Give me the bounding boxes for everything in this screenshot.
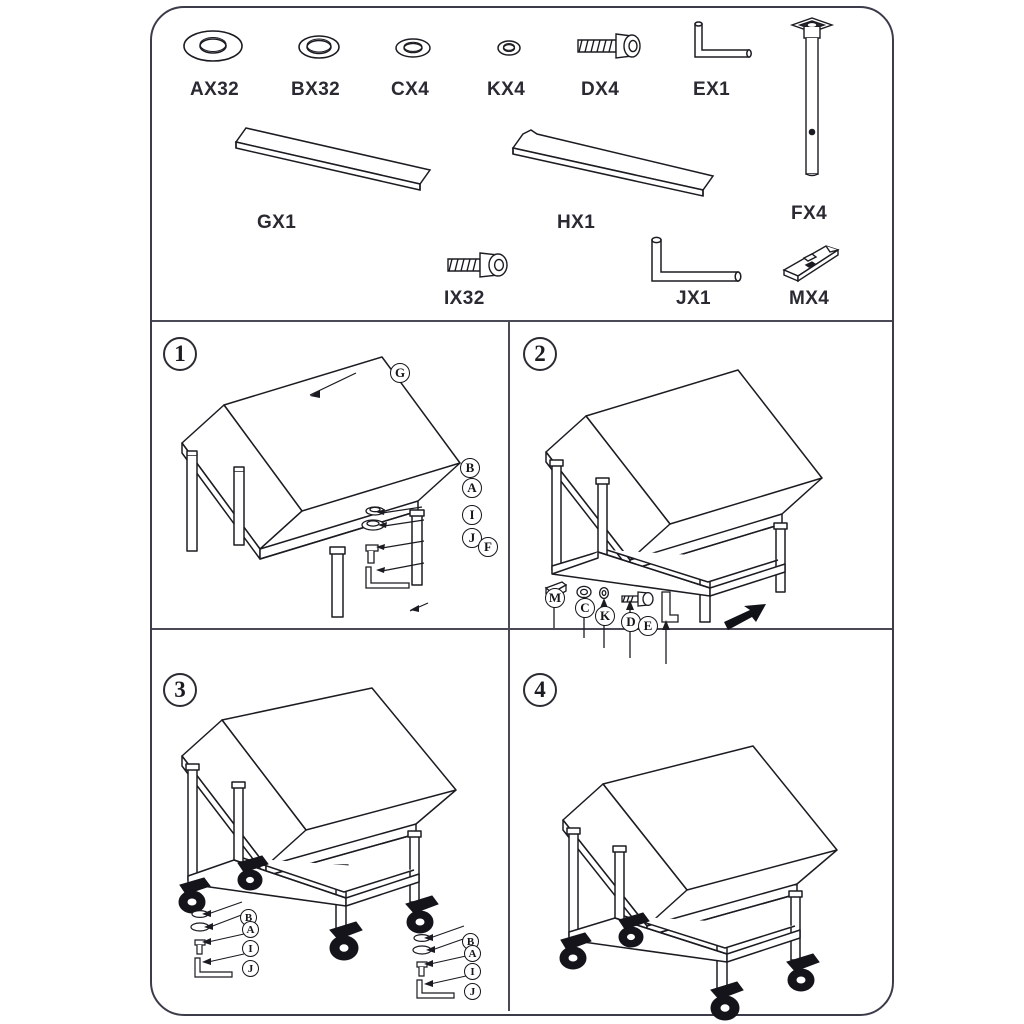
callout-A-step3-left: A <box>242 921 259 938</box>
part-label-BX32: BX32 <box>291 79 341 100</box>
part-KX4 <box>492 35 526 61</box>
step-3-illustration <box>160 687 505 999</box>
part-JX1 <box>640 232 756 292</box>
callout-I-step1: I <box>462 505 482 525</box>
page-border <box>150 6 894 1016</box>
part-GX1 <box>180 122 440 200</box>
callout-B-step1: B <box>460 458 480 478</box>
divider-step-rows <box>152 628 892 630</box>
callout-E-step2: E <box>638 616 658 636</box>
step-1-number: 1 <box>163 337 197 371</box>
part-label-JX1: JX1 <box>676 288 712 309</box>
step-2-illustration <box>528 360 878 664</box>
step-3-number: 3 <box>163 673 197 707</box>
part-label-EX1: EX1 <box>693 79 731 100</box>
step-2-number: 2 <box>523 337 557 371</box>
part-label-HX1: HX1 <box>557 212 596 233</box>
callout-G-step1: G <box>390 363 410 383</box>
part-DX4 <box>570 26 650 66</box>
step-4-illustration <box>545 740 885 1021</box>
divider-parts-steps <box>152 320 892 322</box>
callout-J-step3-left: J <box>242 960 259 977</box>
part-HX1 <box>465 126 727 206</box>
part-label-DX4: DX4 <box>581 79 620 100</box>
callout-C-step2: C <box>575 598 595 618</box>
callout-K-step2: K <box>595 606 615 626</box>
callout-I-step3-left: I <box>242 940 259 957</box>
part-label-CX4: CX4 <box>391 79 430 100</box>
part-label-IX32: IX32 <box>444 288 485 309</box>
part-BX32 <box>293 28 345 66</box>
part-EX1 <box>683 18 763 68</box>
part-FX4 <box>780 14 844 189</box>
callout-I-step3-right: I <box>464 963 481 980</box>
part-label-FX4: FX4 <box>791 203 828 224</box>
part-label-AX32: AX32 <box>190 79 240 100</box>
part-CX4 <box>390 32 436 64</box>
part-IX32 <box>440 245 520 285</box>
callout-A-step3-right: A <box>464 945 481 962</box>
step-4-number: 4 <box>523 673 557 707</box>
part-label-KX4: KX4 <box>487 79 526 100</box>
divider-step-columns <box>508 321 510 1011</box>
callout-J-step3-right: J <box>464 983 481 1000</box>
part-MX4 <box>778 238 844 286</box>
part-AX32 <box>178 22 248 70</box>
callout-M-step2: M <box>545 588 565 608</box>
callout-F-step1: F <box>478 537 498 557</box>
part-label-MX4: MX4 <box>789 288 830 309</box>
callout-A-step1: A <box>462 478 482 498</box>
step-1-illustration <box>160 355 500 625</box>
part-label-GX1: GX1 <box>257 212 297 233</box>
